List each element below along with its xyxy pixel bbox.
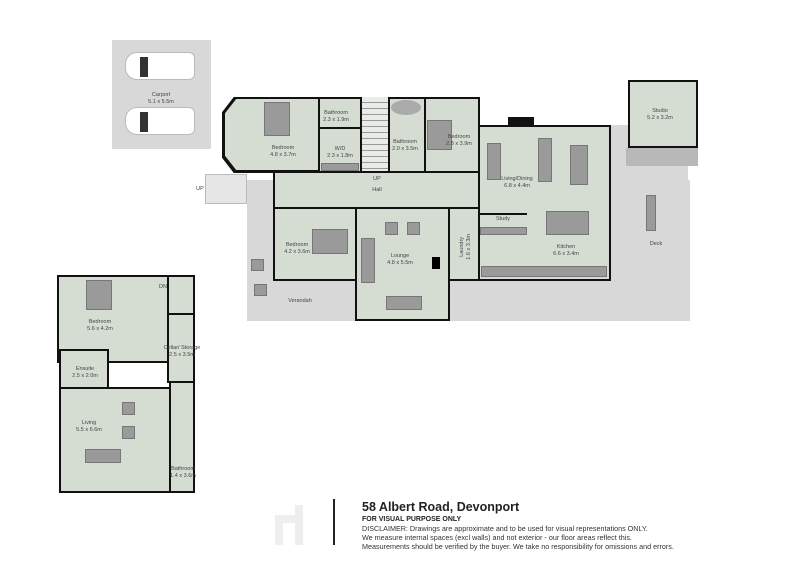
bathroom-lower xyxy=(169,381,195,493)
chimney xyxy=(508,117,534,127)
hall-label: Hall xyxy=(372,187,382,193)
living-lower xyxy=(59,387,171,493)
armchair-icon xyxy=(122,426,135,439)
armchair-icon xyxy=(122,402,135,415)
entry-steps xyxy=(205,174,247,204)
bathtub-icon xyxy=(391,100,421,115)
studio-step xyxy=(626,148,698,166)
staircase xyxy=(362,97,388,173)
armchair-icon xyxy=(407,222,420,235)
fireplace xyxy=(432,257,440,269)
kitchen-bench xyxy=(481,266,607,277)
ensuite xyxy=(59,349,109,389)
car-icon xyxy=(125,107,195,135)
sofa-icon xyxy=(487,143,501,180)
company-logo xyxy=(275,505,305,545)
cabinet xyxy=(321,163,359,171)
armchair-icon xyxy=(385,222,398,235)
up-label-outside: UP xyxy=(196,186,204,192)
dining-table-icon xyxy=(570,145,588,185)
divider xyxy=(333,499,335,545)
outdoor-table-icon xyxy=(646,195,656,231)
disclaimer-line: We measure internal spaces (excl walls) … xyxy=(362,533,632,542)
bed-icon xyxy=(86,280,112,310)
cellar-storage xyxy=(167,313,195,383)
sofa-icon xyxy=(361,238,375,283)
bed-icon xyxy=(264,102,290,136)
subtitle: FOR VISUAL PURPOSE ONLY xyxy=(362,516,462,523)
stairs-lower xyxy=(167,275,195,315)
study-label: Study xyxy=(495,216,511,222)
bed-icon xyxy=(427,120,452,150)
car-icon xyxy=(125,52,195,80)
property-address: 58 Albert Road, Devonport xyxy=(362,500,520,514)
verandah-label: Verandah xyxy=(288,298,312,304)
kitchen-island-icon xyxy=(546,211,589,235)
sofa-icon xyxy=(85,449,121,463)
study-desk xyxy=(480,227,527,235)
dn-label: DN xyxy=(159,284,167,290)
bedroom-lower xyxy=(57,275,169,363)
disclaimer-line: DISCLAIMER: Drawings are approximate and… xyxy=(362,524,648,533)
armchair-icon xyxy=(251,259,264,271)
armchair-icon xyxy=(254,284,267,296)
sofa-icon xyxy=(386,296,422,310)
studio xyxy=(628,80,698,148)
up-label: UP xyxy=(373,176,381,182)
deck-label: Deck xyxy=(649,241,663,247)
bed-icon xyxy=(312,229,348,254)
study-wall xyxy=(480,213,527,215)
disclaimer-line: Measurements should be verified by the b… xyxy=(362,542,674,551)
sofa-icon xyxy=(538,138,552,182)
